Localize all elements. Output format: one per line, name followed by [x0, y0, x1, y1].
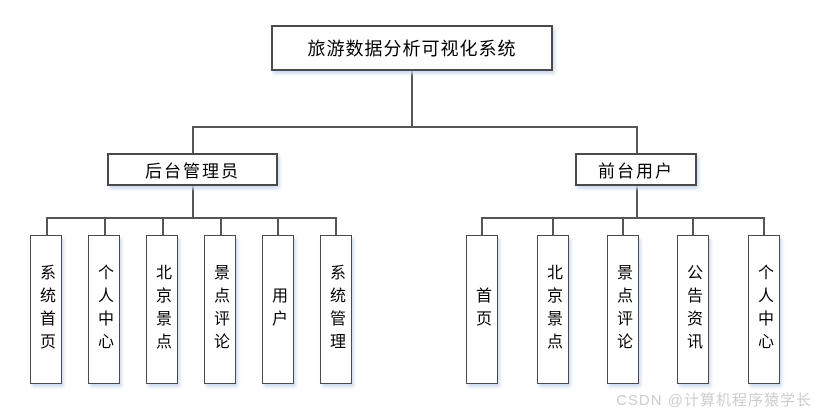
leaf-drop-line — [220, 217, 222, 236]
leaf-node-attraction-comments: 景点评论 — [204, 235, 236, 384]
leaf-node-label: 景点评论 — [614, 263, 633, 356]
leaf-node-beijing-attractions: 北京景点 — [146, 235, 178, 384]
watermark: CSDN @计算机程序猿学长 — [616, 392, 812, 409]
branch-node-user-label: 前台用户 — [598, 162, 674, 182]
leaf-node-attraction-comments-front: 景点评论 — [607, 235, 639, 384]
admin-stem-line — [192, 184, 194, 217]
leaf-drop-line — [763, 217, 765, 236]
leaf-drop-line — [481, 217, 483, 236]
leaf-node-label: 公告资讯 — [684, 263, 703, 356]
branch-node-admin-label: 后台管理员 — [145, 162, 240, 182]
level1-horizontal-line — [192, 126, 637, 128]
leaf-node-label: 北京景点 — [153, 263, 172, 356]
branch-node-admin: 后台管理员 — [107, 153, 278, 186]
leaf-node-label: 首页 — [473, 286, 492, 333]
leaf-node-label: 个人中心 — [95, 263, 114, 356]
leaf-node-system-management: 系统管理 — [320, 235, 352, 384]
leaf-node-label: 用户 — [269, 286, 288, 333]
leaf-node-announcements: 公告资讯 — [677, 235, 709, 384]
root-stem-line — [411, 71, 413, 126]
leaf-drop-line — [692, 217, 694, 236]
leaf-drop-line — [622, 217, 624, 236]
leaf-drop-line — [335, 217, 337, 236]
leaf-node-label: 个人中心 — [755, 263, 774, 356]
leaf-drop-line — [162, 217, 164, 236]
leaf-node-label: 景点评论 — [211, 263, 230, 356]
leaf-drop-line — [277, 217, 279, 236]
admin-drop-line — [192, 126, 194, 153]
leaf-drop-line — [552, 217, 554, 236]
leaf-node-label: 系统管理 — [327, 263, 346, 356]
leaf-drop-line — [104, 217, 106, 236]
user-drop-line — [636, 126, 638, 153]
leaf-node-system-home: 系统首页 — [30, 235, 62, 384]
root-node: 旅游数据分析可视化系统 — [271, 25, 553, 71]
admin-children-horizontal-line — [46, 217, 336, 219]
leaf-drop-line — [46, 217, 48, 236]
user-stem-line — [636, 184, 638, 217]
branch-node-user: 前台用户 — [575, 153, 697, 186]
leaf-node-users: 用户 — [262, 235, 294, 384]
leaf-node-beijing-attractions-front: 北京景点 — [537, 235, 569, 384]
leaf-node-personal-center-front: 个人中心 — [748, 235, 780, 384]
root-node-label: 旅游数据分析可视化系统 — [307, 39, 517, 60]
leaf-node-home: 首页 — [466, 235, 498, 384]
leaf-node-label: 北京景点 — [544, 263, 563, 356]
leaf-node-personal-center: 个人中心 — [88, 235, 120, 384]
leaf-node-label: 系统首页 — [37, 263, 56, 356]
